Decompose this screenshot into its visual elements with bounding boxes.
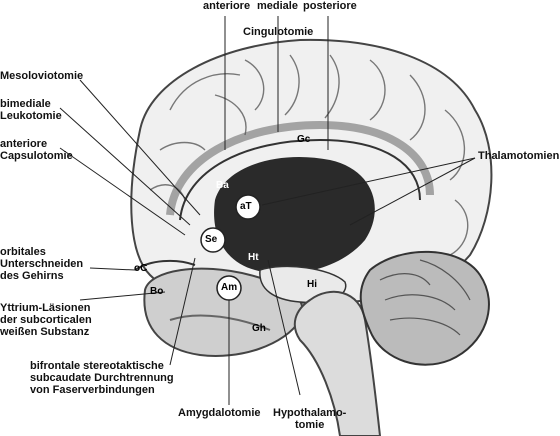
cingulate-gyrus [166, 120, 434, 216]
cerebellum [359, 250, 490, 366]
leader-lines [59, 16, 476, 405]
structure-se: Se [205, 234, 218, 245]
label-mediale: mediale [257, 0, 298, 12]
marker-at [235, 194, 261, 220]
label-anteriore-capsulotomie: anteriore Capsulotomie [0, 138, 73, 162]
structure-am: Am [221, 282, 238, 293]
label-posteriore: posteriore [303, 0, 357, 12]
label-yttrium-laesionen: Yttrium-Läsionen der subcorticalen weiße… [0, 302, 92, 338]
label-bimediale-leukotomie: bimediale Leukotomie [0, 98, 62, 122]
label-bifrontale-durchtrennung: bifrontale stereotaktische subcaudate Du… [30, 360, 174, 396]
structure-gc: Gc [297, 134, 311, 145]
label-thalamotomien: Thalamotomien [478, 150, 560, 162]
structure-gh: Gh [252, 323, 266, 334]
structure-ba: Ba [216, 180, 229, 191]
structure-ht: Ht [248, 252, 259, 263]
label-cingulotomie: Cingulotomie [243, 26, 314, 38]
structure-oc: oC [134, 263, 148, 274]
label-anteriore: anteriore [203, 0, 251, 12]
label-mesoloviotomie: Mesoloviotomie [0, 70, 84, 82]
marker-se [200, 227, 226, 253]
parahippocampal [169, 314, 271, 331]
label-orbitales-unterschneiden: orbitales Unterschneiden des Gehirns [0, 246, 84, 282]
structure-hi: Hi [307, 279, 317, 290]
structure-bo: Bo [150, 286, 164, 297]
thalamus-region [214, 156, 375, 274]
label-amygdalotomie: Amygdalotomie [178, 407, 261, 419]
orbital-area [134, 259, 196, 271]
label-hypothalamotomie: Hypothalamo- tomie [273, 407, 347, 431]
cerebellum-folia [379, 259, 471, 336]
structure-at: aT [240, 201, 252, 212]
